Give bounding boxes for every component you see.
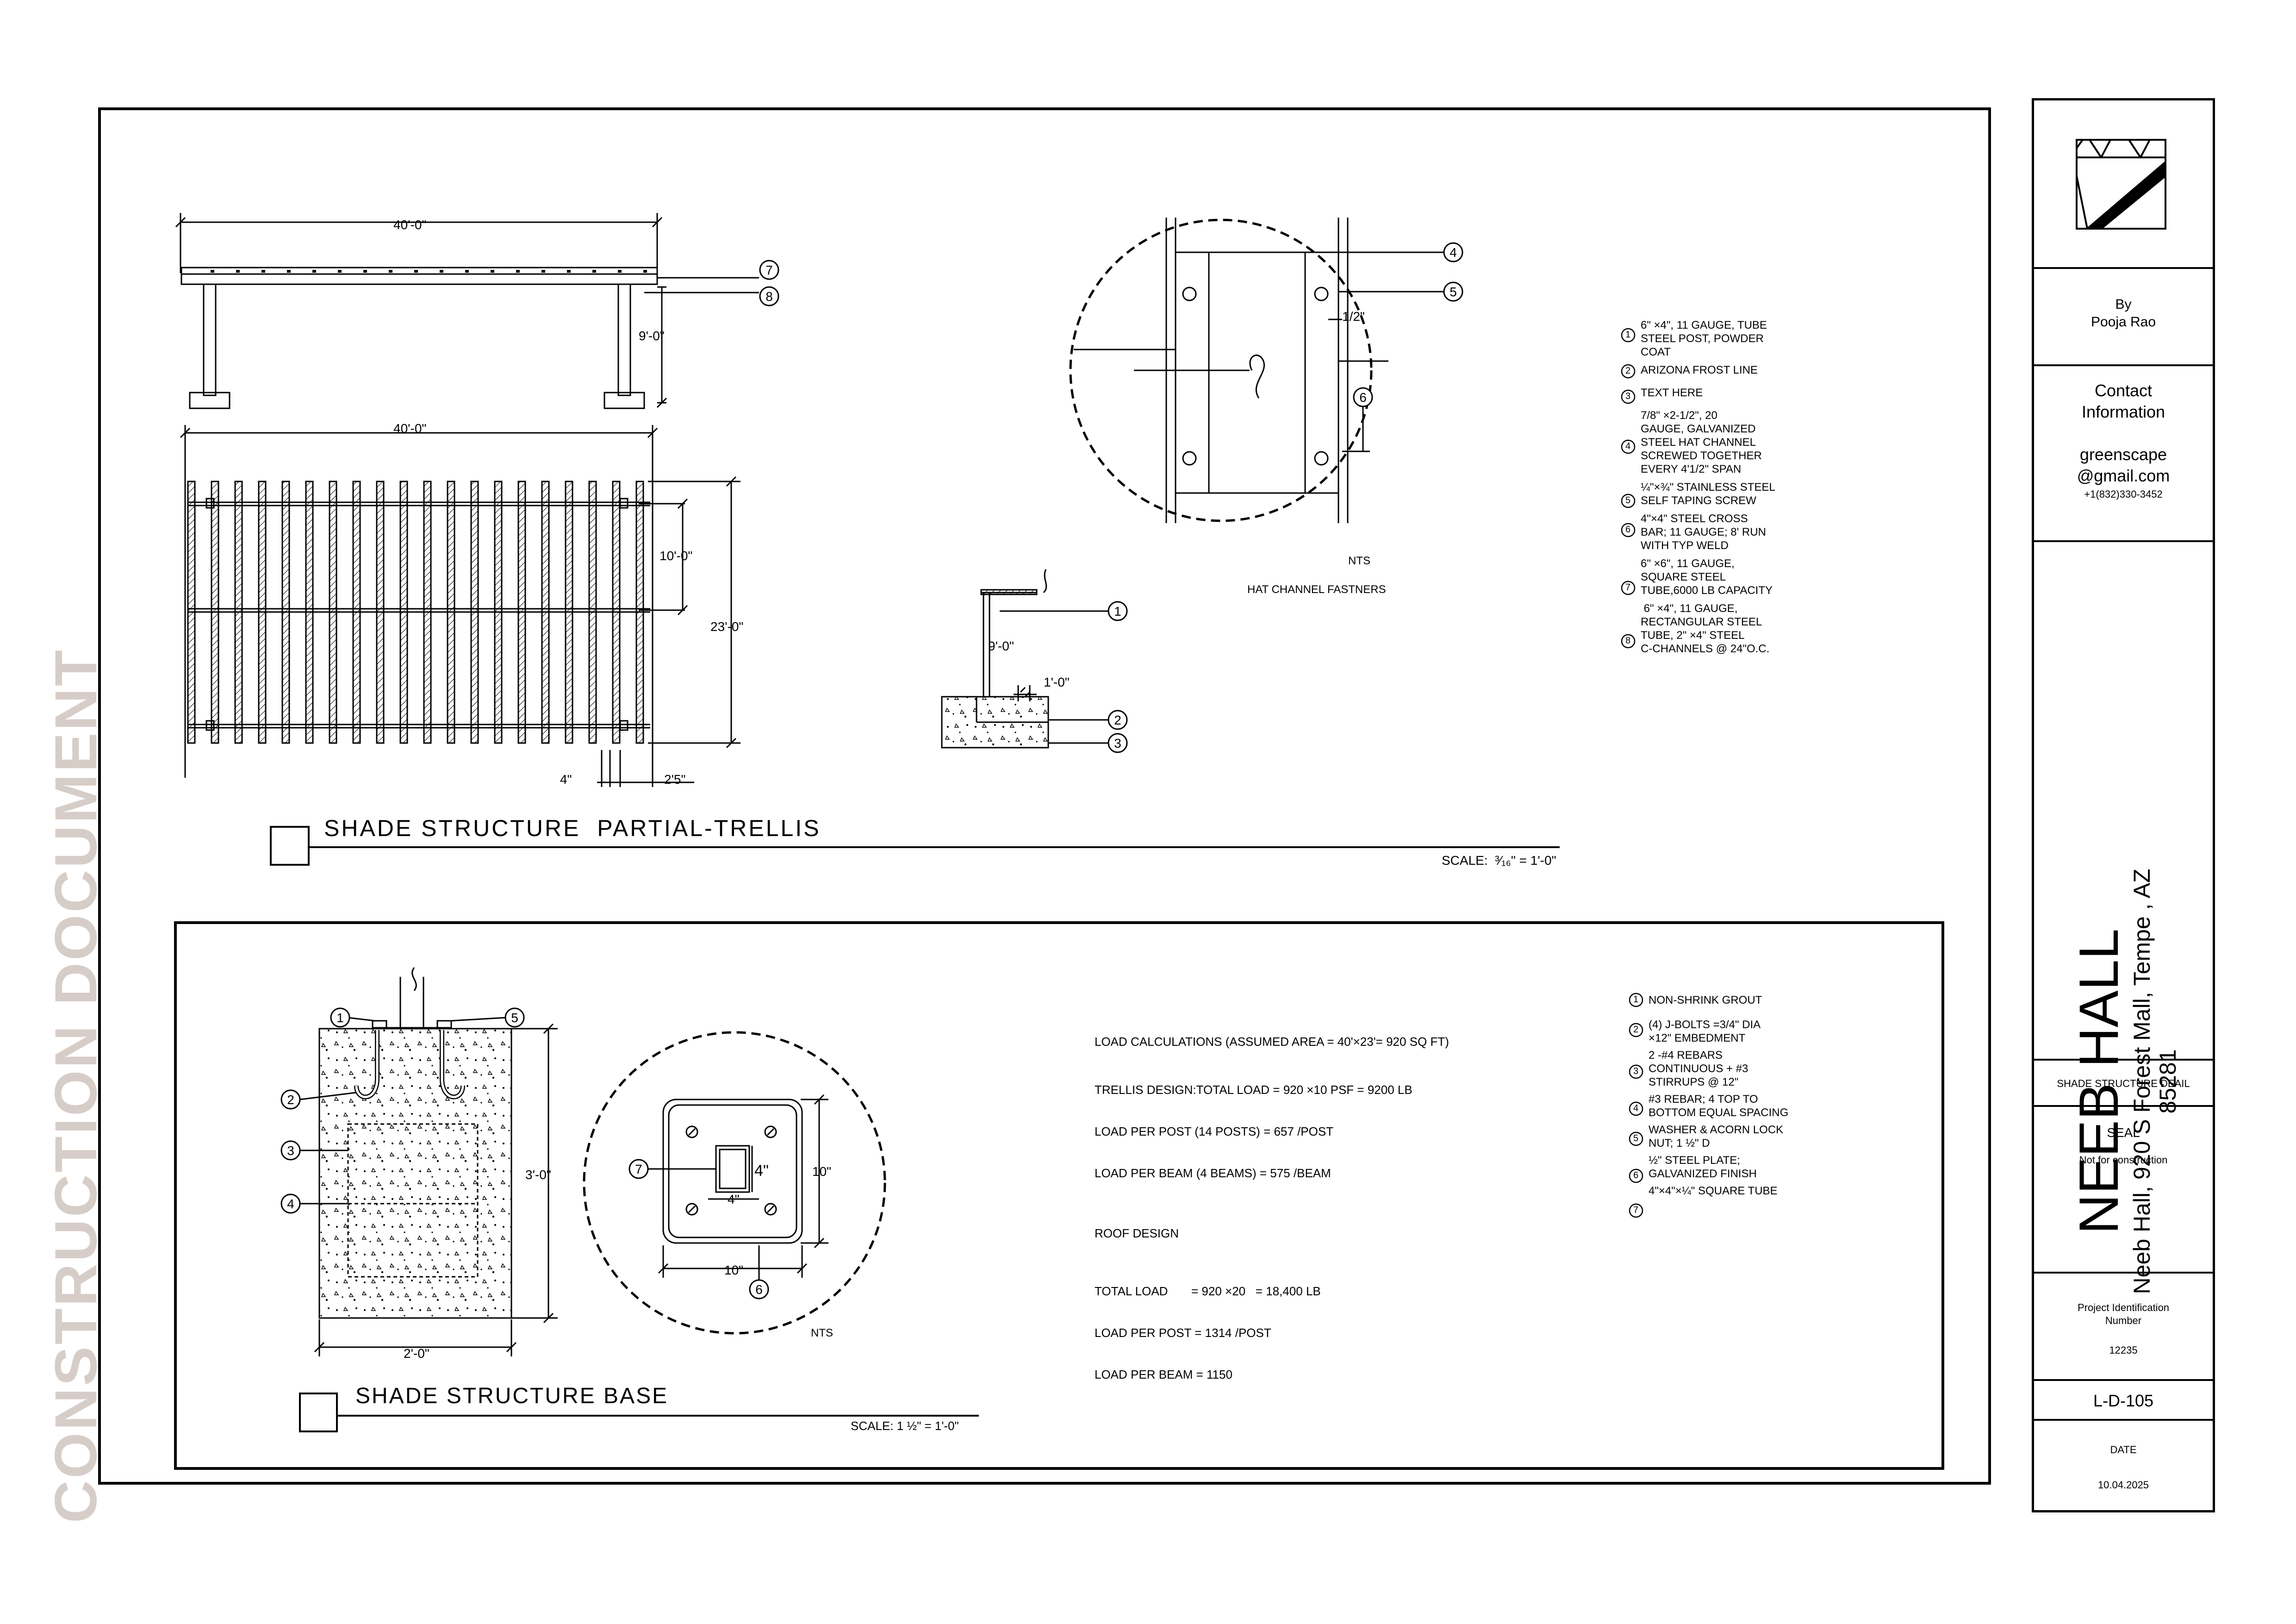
trellis-dim-height: 9'-0" [639, 329, 665, 343]
note2-item: (4) J-BOLTS =3/4" DIA×12" EMBEDMENT [1649, 1018, 1761, 1044]
plate-dim-width: 10" [724, 1263, 744, 1277]
base-callouts [280, 1007, 525, 1214]
sheet-title-cell: SHADE STRUCTURE DEAIL [2034, 1061, 2213, 1107]
svg-text:5: 5 [511, 1011, 518, 1025]
svg-text:6: 6 [755, 1282, 763, 1297]
trellis-dim-width-plan: 40'-0" [393, 421, 427, 436]
trellis-title-bar [270, 826, 1560, 866]
footing-callout-numbers: 1 2 3 [1114, 604, 1121, 750]
footing-dim-height: 9'-0" [988, 639, 1014, 653]
note1-item: ARIZONA FROST LINE [1641, 364, 1758, 376]
svg-text:8: 8 [765, 289, 773, 304]
footing-section [941, 569, 1108, 749]
base-plate-callouts [628, 1159, 769, 1299]
trellis-dim-gap: 2'5" [664, 772, 686, 787]
svg-text:3: 3 [287, 1143, 294, 1158]
svg-text:7: 7 [635, 1162, 642, 1176]
hat-caption: HAT CHANNEL FASTNERS [1247, 583, 1386, 596]
tube-dim-vertical: 4" [754, 1162, 769, 1180]
plate-dim-height: 10" [812, 1164, 832, 1179]
tube-dim-horizontal: 4" [728, 1192, 740, 1206]
hat-dim: 1/2" [1342, 309, 1365, 324]
contact-phone: +1(832)330-3452 [2084, 488, 2163, 500]
svg-text:2: 2 [1114, 713, 1121, 727]
notes2-list: NON-SHRINK GROUT (4) J-BOLTS =3/4" DIA×1… [1649, 993, 1788, 1198]
load-calculations: LOAD CALCULATIONS (ASSUMED AREA = 40'×23… [1095, 1035, 1449, 1381]
base-title: SHADE STRUCTURE BASE [355, 1384, 669, 1408]
firm-logo [2076, 139, 2166, 230]
svg-text:3: 3 [1114, 736, 1121, 750]
svg-text:4: 4 [287, 1197, 294, 1211]
base-callout-numbers: 1 5 2 3 4 [287, 1011, 518, 1211]
base-nts: NTS [811, 1327, 833, 1339]
svg-text:7: 7 [765, 263, 773, 277]
svg-text:6: 6 [1359, 390, 1367, 405]
trellis-dim-span: 10'-0" [660, 549, 693, 563]
hat-nts: NTS [1348, 555, 1370, 567]
note1-item: TEXT HERE [1641, 387, 1703, 399]
date-cell: DATE 10.04.2025 [2034, 1421, 2213, 1512]
contact-email: greenscape@gmail.com [2077, 445, 2170, 485]
footing-callouts [1108, 601, 1128, 753]
project-id-cell: Project Identification Number 12235 [2034, 1274, 2213, 1381]
footing-dim-depth: 1'-0" [1044, 675, 1070, 689]
svg-text:2: 2 [287, 1093, 294, 1107]
hat-callouts [1353, 242, 1463, 407]
project-cell: NEEB HALL Neeb Hall, 920 S Forest Mall, … [2034, 542, 2213, 1294]
seal-cell: SEAL Not for construction [2034, 1107, 2213, 1274]
contact-cell: Contact Information greenscape@gmail.com… [2034, 366, 2213, 542]
notes2-bubbles [1629, 993, 1643, 1218]
logo-cell [2034, 100, 2213, 269]
author-cell: By Pooja Rao [2034, 269, 2213, 366]
base-scale: SCALE: 1 ½" = 1'-0" [851, 1419, 959, 1433]
svg-text:4: 4 [1450, 245, 1457, 260]
title-block: By Pooja Rao Contact Information greensc… [2032, 98, 2215, 1512]
note2-item: NON-SHRINK GROUT [1649, 994, 1762, 1006]
base-title-bar [299, 1393, 979, 1432]
trellis-top-battens [211, 270, 647, 273]
base-detail-border [174, 921, 1944, 1470]
seal-note: Not for construction [2079, 1154, 2168, 1166]
trellis-dim-post: 4" [560, 772, 572, 787]
trellis-slats [187, 481, 644, 744]
base-section [299, 967, 558, 1356]
trellis-callout-numbers: 7 8 [765, 263, 773, 304]
svg-text:1: 1 [1114, 604, 1121, 618]
base-dim-height: 3'-0" [525, 1168, 551, 1182]
sheet-border [98, 107, 1991, 1485]
trellis-elevation [175, 213, 759, 409]
base-plate-callout-numbers: 7 6 [635, 1162, 763, 1297]
hat-callout-numbers: 4 5 6 [1359, 245, 1457, 405]
base-dim-width: 2'-0" [404, 1346, 429, 1361]
trellis-title: SHADE STRUCTURE PARTIAL-TRELLIS [324, 815, 821, 841]
base-plate-plan [583, 1031, 886, 1335]
note2-item: ½" STEEL PLATE;GALVANIZED FINISH [1649, 1154, 1757, 1180]
trellis-callouts [759, 260, 779, 306]
note2-item: 4"×4"×¼" SQUARE TUBE [1649, 1185, 1778, 1197]
hat-channel-detail [1069, 218, 1444, 523]
project-id: 12235 [2109, 1344, 2138, 1356]
author-name: Pooja Rao [2091, 314, 2156, 330]
trellis-scale: SCALE: ³⁄₁₆" = 1'-0" [1442, 853, 1556, 868]
sheet-number-cell: L-D-105 [2034, 1381, 2213, 1421]
issue-date: 10.04.2025 [2097, 1479, 2149, 1491]
trellis-dim-depth: 23'-0" [710, 619, 744, 634]
sheet-number: L-D-105 [2093, 1391, 2154, 1410]
svg-text:1: 1 [336, 1011, 344, 1025]
trellis-dim-width-top: 40'-0" [393, 218, 427, 232]
svg-text:5: 5 [1450, 285, 1457, 299]
notes1-bubbles [1621, 328, 1636, 649]
